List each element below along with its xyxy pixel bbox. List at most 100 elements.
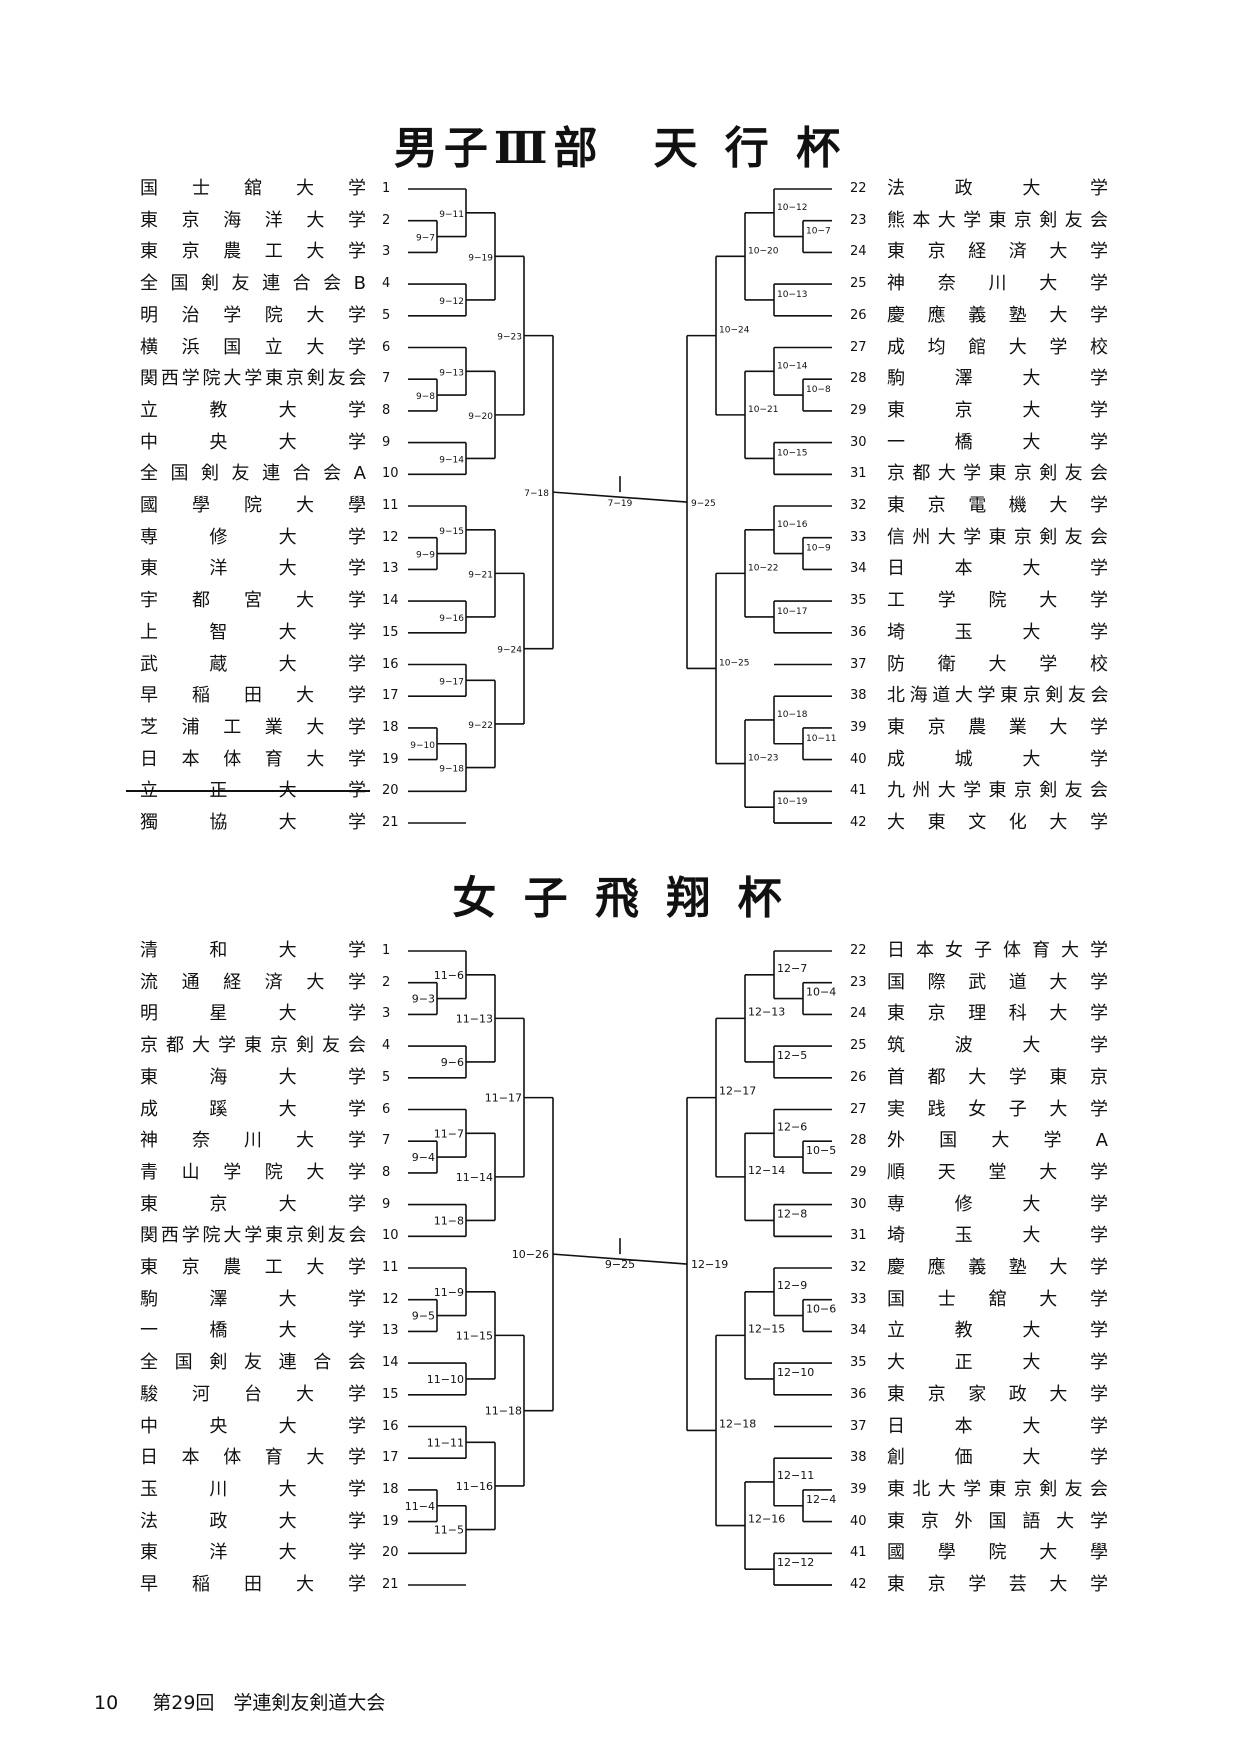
bout-number-label: 9−8 xyxy=(416,392,435,402)
bout-number-label: 9−18 xyxy=(439,765,464,775)
bout-number-label: 11−4 xyxy=(405,1500,435,1513)
women-seed-right-11: 32 xyxy=(850,1260,867,1275)
men-seed-right-12: 33 xyxy=(850,529,867,545)
women-team-right-12: 国士舘大学 xyxy=(887,1288,1108,1310)
women-seed-left-11: 11 xyxy=(382,1260,399,1275)
women-bracket: 9−311−69−611−139−411−711−811−149−511−911… xyxy=(405,950,836,1586)
women-team-right-20: 國學院大學 xyxy=(887,1542,1108,1564)
women-team-right-6: 実践女子大学 xyxy=(887,1098,1108,1120)
bout-number-label: 11−7 xyxy=(434,1127,464,1140)
bout-number-label: 10−25 xyxy=(719,658,749,668)
men-seed-right-21: 42 xyxy=(850,815,867,830)
bout-number-label: 12−10 xyxy=(777,1366,814,1379)
men-team-left-13: 東洋大学 xyxy=(140,558,366,580)
women-seed-left-3: 3 xyxy=(382,1006,391,1022)
bout-number-label: 10−23 xyxy=(748,754,778,764)
bout-number-label: 9−4 xyxy=(412,1151,435,1164)
bout-number-label: 12−15 xyxy=(748,1322,785,1335)
bout-number-label: 10−16 xyxy=(777,520,808,530)
women-team-left-14: 全国剣友連合会 xyxy=(140,1352,366,1374)
bout-number-label: 11−10 xyxy=(427,1373,464,1386)
bout-number-label: 12−16 xyxy=(748,1513,785,1526)
women-team-right-3: 東京理科大学 xyxy=(887,1003,1108,1025)
bout-number-label: 9−23 xyxy=(497,333,522,343)
bout-number-label: 9−16 xyxy=(439,614,464,624)
men-seed-left-19: 19 xyxy=(382,751,399,767)
bout-number-label: 12−9 xyxy=(777,1279,807,1292)
women-team-left-8: 青山学院大学 xyxy=(140,1161,366,1183)
men-team-left-2: 東京海洋大学 xyxy=(140,209,366,231)
men-bracket: 9−79−119−129−199−89−139−149−209−99−159−1… xyxy=(408,188,836,824)
women-team-left-3: 明星大学 xyxy=(140,1003,366,1025)
women-team-right-18: 東北大学東京剣友会 xyxy=(887,1478,1108,1500)
bout-number-label: 9−6 xyxy=(441,1056,464,1069)
women-team-left-15: 駿河台大学 xyxy=(140,1383,366,1405)
women-team-left-16: 中央大学 xyxy=(140,1415,366,1437)
bout-number-label: 9−17 xyxy=(439,677,464,687)
men-team-left-1: 国士舘大学 xyxy=(140,178,366,199)
bout-number-label: 9−22 xyxy=(468,721,493,731)
bout-number-label: 9−25 xyxy=(605,1258,635,1271)
women-seed-left-9: 9 xyxy=(382,1196,391,1212)
men-team-right-11: 東京電機大学 xyxy=(887,495,1108,516)
women-team-left-1: 清和大学 xyxy=(140,940,366,961)
women-team-right-15: 東京家政大学 xyxy=(887,1383,1108,1405)
women-seed-right-1: 22 xyxy=(850,943,867,958)
bout-number-label: 11−13 xyxy=(456,1012,493,1025)
bout-number-label: 10−12 xyxy=(777,203,807,213)
women-team-left-20: 東洋大学 xyxy=(140,1542,366,1564)
men-team-right-20: 九州大学東京剣友会 xyxy=(887,780,1108,802)
men-seed-right-9: 30 xyxy=(850,434,867,450)
bout-number-label: 11−18 xyxy=(485,1405,522,1418)
bout-number-label: 9−25 xyxy=(691,499,716,509)
men-seed-right-4: 25 xyxy=(850,276,867,292)
men-seed-left-20: 20 xyxy=(382,783,399,799)
men-seed-left-16: 16 xyxy=(382,656,399,672)
men-seed-right-5: 26 xyxy=(850,307,867,323)
event-name: 第29回 学連剣友剣道大会 xyxy=(152,1692,386,1714)
men-team-right-19: 成城大学 xyxy=(887,748,1108,770)
page-footer: 10 第29回 学連剣友剣道大会 xyxy=(94,1688,385,1715)
men-seed-left-11: 11 xyxy=(382,498,399,513)
bout-number-label: 12−14 xyxy=(748,1164,785,1177)
men-seed-left-6: 6 xyxy=(382,339,391,355)
men-seed-right-19: 40 xyxy=(850,751,867,767)
women-seed-left-16: 16 xyxy=(382,1418,399,1434)
men-team-left-14: 宇都宮大学 xyxy=(140,590,366,612)
women-seed-left-8: 8 xyxy=(382,1164,391,1180)
bout-number-label: 11−16 xyxy=(456,1480,493,1493)
men-seed-right-16: 37 xyxy=(850,656,867,672)
men-team-left-6: 横浜国立大学 xyxy=(140,336,366,358)
women-team-left-21: 早稲田大学 xyxy=(140,1574,366,1595)
bout-number-label: 12−6 xyxy=(777,1120,807,1133)
men-team-left-19: 日本体育大学 xyxy=(140,748,366,770)
men-seed-left-7: 7 xyxy=(382,371,391,387)
bout-number-label: 10−19 xyxy=(777,797,808,807)
men-team-right-13: 日本大学 xyxy=(887,558,1108,580)
bout-number-label: 7−19 xyxy=(608,499,633,509)
bout-number-label: 10−24 xyxy=(719,326,750,336)
women-team-left-9: 東京大学 xyxy=(140,1193,366,1215)
bout-number-label: 10−20 xyxy=(748,246,779,256)
bout-number-label: 10−7 xyxy=(806,227,831,237)
bout-number-label: 10−26 xyxy=(512,1248,549,1261)
women-seed-right-9: 30 xyxy=(850,1196,867,1212)
bout-number-label: 12−13 xyxy=(748,1005,785,1018)
men-team-right-7: 駒澤大学 xyxy=(887,368,1108,390)
men-team-left-15: 上智大学 xyxy=(140,621,366,643)
men-team-right-3: 東京経済大学 xyxy=(887,241,1108,263)
bout-number-label: 12−5 xyxy=(777,1049,807,1062)
men-team-left-8: 立教大学 xyxy=(140,399,366,421)
men-team-right-10: 京都大学東京剣友会 xyxy=(887,463,1108,485)
women-seed-right-21: 42 xyxy=(850,1577,867,1592)
bout-number-label: 10−18 xyxy=(777,710,808,720)
bout-number-label: 10−22 xyxy=(748,563,778,573)
bout-number-label: 12−12 xyxy=(777,1556,814,1569)
men-team-right-21: 大東文化大学 xyxy=(887,812,1108,833)
men-seed-left-18: 18 xyxy=(382,719,399,735)
bout-number-label: 12−11 xyxy=(777,1469,814,1482)
women-team-right-16: 日本大学 xyxy=(887,1415,1108,1437)
men-seed-left-10: 10 xyxy=(382,466,399,482)
